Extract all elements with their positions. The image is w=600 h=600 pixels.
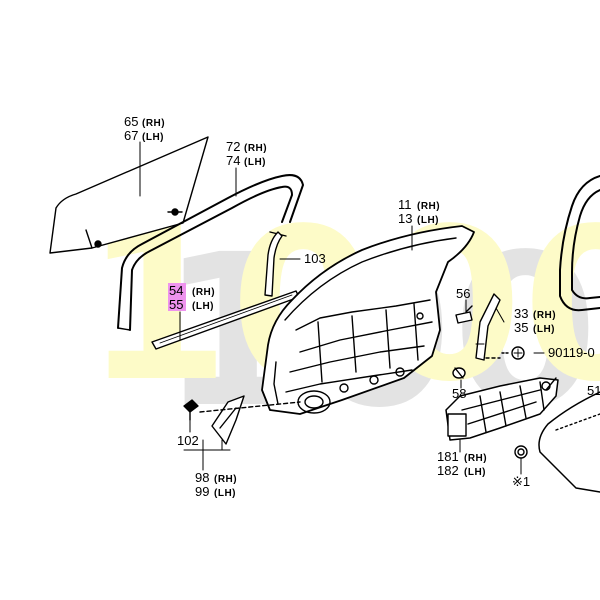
label-num: 65 bbox=[124, 114, 138, 129]
label-frame: 72 (RH) 74 (LH) bbox=[226, 139, 267, 168]
label-num: 11 bbox=[398, 197, 412, 212]
highlight bbox=[168, 283, 186, 297]
label-channel: 103 bbox=[304, 251, 326, 266]
label-num: 99 bbox=[195, 484, 209, 499]
bolt-icon bbox=[501, 346, 525, 360]
label-num: 35 bbox=[514, 320, 528, 335]
label-num: 54 bbox=[169, 283, 183, 298]
run-channel bbox=[264, 231, 283, 297]
label-side: (LH) bbox=[244, 157, 266, 168]
window-regulator bbox=[445, 377, 559, 441]
label-num: 13 bbox=[398, 211, 412, 226]
label-clip-bottom: 58 bbox=[452, 386, 466, 401]
label-side: (LH) bbox=[417, 215, 439, 226]
label-num: 67 bbox=[124, 128, 138, 143]
label-door: 11 (RH) 13 (LH) bbox=[398, 197, 440, 226]
label-clip-top: 56 bbox=[456, 286, 470, 301]
label-side: (LH) bbox=[142, 132, 164, 143]
clip-note-icon bbox=[514, 445, 528, 459]
clip-58 bbox=[452, 367, 466, 379]
label-weather: 33 (RH) 35 (LH) bbox=[514, 306, 556, 335]
label-side: (RH) bbox=[417, 201, 440, 212]
label-num: 74 bbox=[226, 153, 240, 168]
label-side: (LH) bbox=[533, 324, 555, 335]
label-side: (LH) bbox=[464, 467, 486, 478]
door-panel bbox=[261, 225, 475, 415]
label-num: 33 bbox=[514, 306, 528, 321]
label-regulator: 181 (RH) 182 (LH) bbox=[437, 449, 487, 478]
label-num: 182 bbox=[437, 463, 459, 478]
label-num: 72 bbox=[226, 139, 240, 154]
garnish-clip bbox=[183, 399, 199, 421]
label-side: (RH) bbox=[533, 310, 556, 321]
label-num: 181 bbox=[437, 449, 459, 464]
label-side: (RH) bbox=[214, 474, 237, 485]
label-side: (RH) bbox=[192, 287, 215, 298]
rear-trim-panel bbox=[538, 391, 600, 493]
label-garnish: 98 (RH) 99 (LH) bbox=[195, 470, 237, 499]
label-belt: 54 (RH) 55 (LH) bbox=[168, 283, 215, 312]
label-side: (LH) bbox=[214, 488, 236, 499]
window-frame bbox=[117, 174, 304, 331]
leader-dash bbox=[199, 401, 301, 413]
leader-lines bbox=[139, 141, 545, 475]
label-num: 98 bbox=[195, 470, 209, 485]
label-side: (LH) bbox=[192, 301, 214, 312]
clip-56 bbox=[455, 305, 473, 324]
label-side: (RH) bbox=[142, 118, 165, 129]
label-trim: 51 bbox=[587, 383, 600, 398]
label-glass: 65 (RH) 67 (LH) bbox=[124, 114, 165, 143]
label-note: ※1 bbox=[512, 474, 530, 489]
rear-door-frame bbox=[559, 175, 600, 312]
label-side: (RH) bbox=[464, 453, 487, 464]
highlight bbox=[168, 297, 186, 311]
label-garnish-clip: 102 bbox=[177, 433, 199, 448]
label-bolt: 90119-0 bbox=[548, 345, 595, 360]
door-glass bbox=[49, 136, 209, 254]
label-side: (RH) bbox=[244, 143, 267, 154]
label-num: 55 bbox=[169, 297, 183, 312]
